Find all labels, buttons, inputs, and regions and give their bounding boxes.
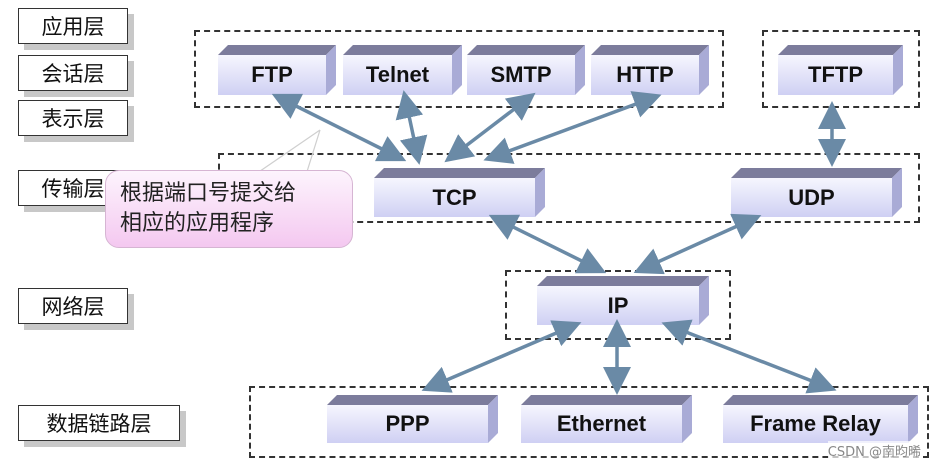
arrow-ip-ppp <box>421 320 582 393</box>
box-side-face <box>908 395 918 443</box>
box-top-face <box>537 276 709 286</box>
protocol-label: TFTP <box>778 55 893 95</box>
protocol-ftp: FTP <box>218 45 336 95</box>
protocol-http: HTTP <box>591 45 709 95</box>
layer-label-session: 会话层 <box>18 55 128 91</box>
protocol-tcp: TCP <box>374 168 545 217</box>
box-top-face <box>731 168 902 178</box>
box-top-face <box>327 395 498 405</box>
box-side-face <box>699 276 709 325</box>
box-top-face <box>374 168 545 178</box>
protocol-label: IP <box>537 286 699 325</box>
box-side-face <box>575 45 585 95</box>
box-side-face <box>326 45 336 95</box>
box-side-face <box>488 395 498 443</box>
arrow-tcp-ip <box>488 214 607 274</box>
callout-line-2: 相应的应用程序 <box>120 211 275 236</box>
box-side-face <box>535 168 545 217</box>
callout-line-1: 根据端口号提交给 <box>120 181 297 206</box>
arrow-http-tcp <box>483 91 662 164</box>
box-side-face <box>893 45 903 95</box>
protocol-smtp: SMTP <box>467 45 585 95</box>
box-top-face <box>723 395 918 405</box>
box-top-face <box>467 45 585 55</box>
arrow-telnet-tcp <box>395 90 428 165</box>
protocol-label: TCP <box>374 178 535 217</box>
protocol-label: PPP <box>327 405 488 443</box>
box-top-face <box>218 45 336 55</box>
layer-label-application: 应用层 <box>18 8 128 44</box>
protocol-label: SMTP <box>467 55 575 95</box>
protocol-ethernet: Ethernet <box>521 395 692 443</box>
protocol-frame-relay: Frame Relay <box>723 395 918 443</box>
box-top-face <box>778 45 903 55</box>
protocol-label: Frame Relay <box>723 405 908 443</box>
protocol-label: Ethernet <box>521 405 682 443</box>
box-side-face <box>892 168 902 217</box>
protocol-ip: IP <box>537 276 709 325</box>
layer-label-network: 网络层 <box>18 288 128 324</box>
protocol-ppp: PPP <box>327 395 498 443</box>
box-top-face <box>521 395 692 405</box>
callout-note: 根据端口号提交给 相应的应用程序 <box>105 170 353 248</box>
arrow-ip-frame-relay <box>661 319 837 394</box>
datalink-group <box>249 386 929 458</box>
watermark: CSDN @南昀晞 <box>827 441 921 460</box>
protocol-label: HTTP <box>591 55 699 95</box>
box-side-face <box>699 45 709 95</box>
arrow-udp-ip <box>633 213 762 275</box>
layer-label-datalink: 数据链路层 <box>18 405 180 441</box>
box-side-face <box>452 45 462 95</box>
arrow-ftp-tcp <box>271 93 407 162</box>
protocol-label: FTP <box>218 55 326 95</box>
protocol-label: Telnet <box>343 55 452 95</box>
box-top-face <box>591 45 709 55</box>
protocol-telnet: Telnet <box>343 45 462 95</box>
protocol-label: UDP <box>731 178 892 217</box>
box-top-face <box>343 45 462 55</box>
box-side-face <box>682 395 692 443</box>
layer-label-presentation: 表示层 <box>18 100 128 136</box>
protocol-udp: UDP <box>731 168 902 217</box>
protocol-tftp: TFTP <box>778 45 903 95</box>
